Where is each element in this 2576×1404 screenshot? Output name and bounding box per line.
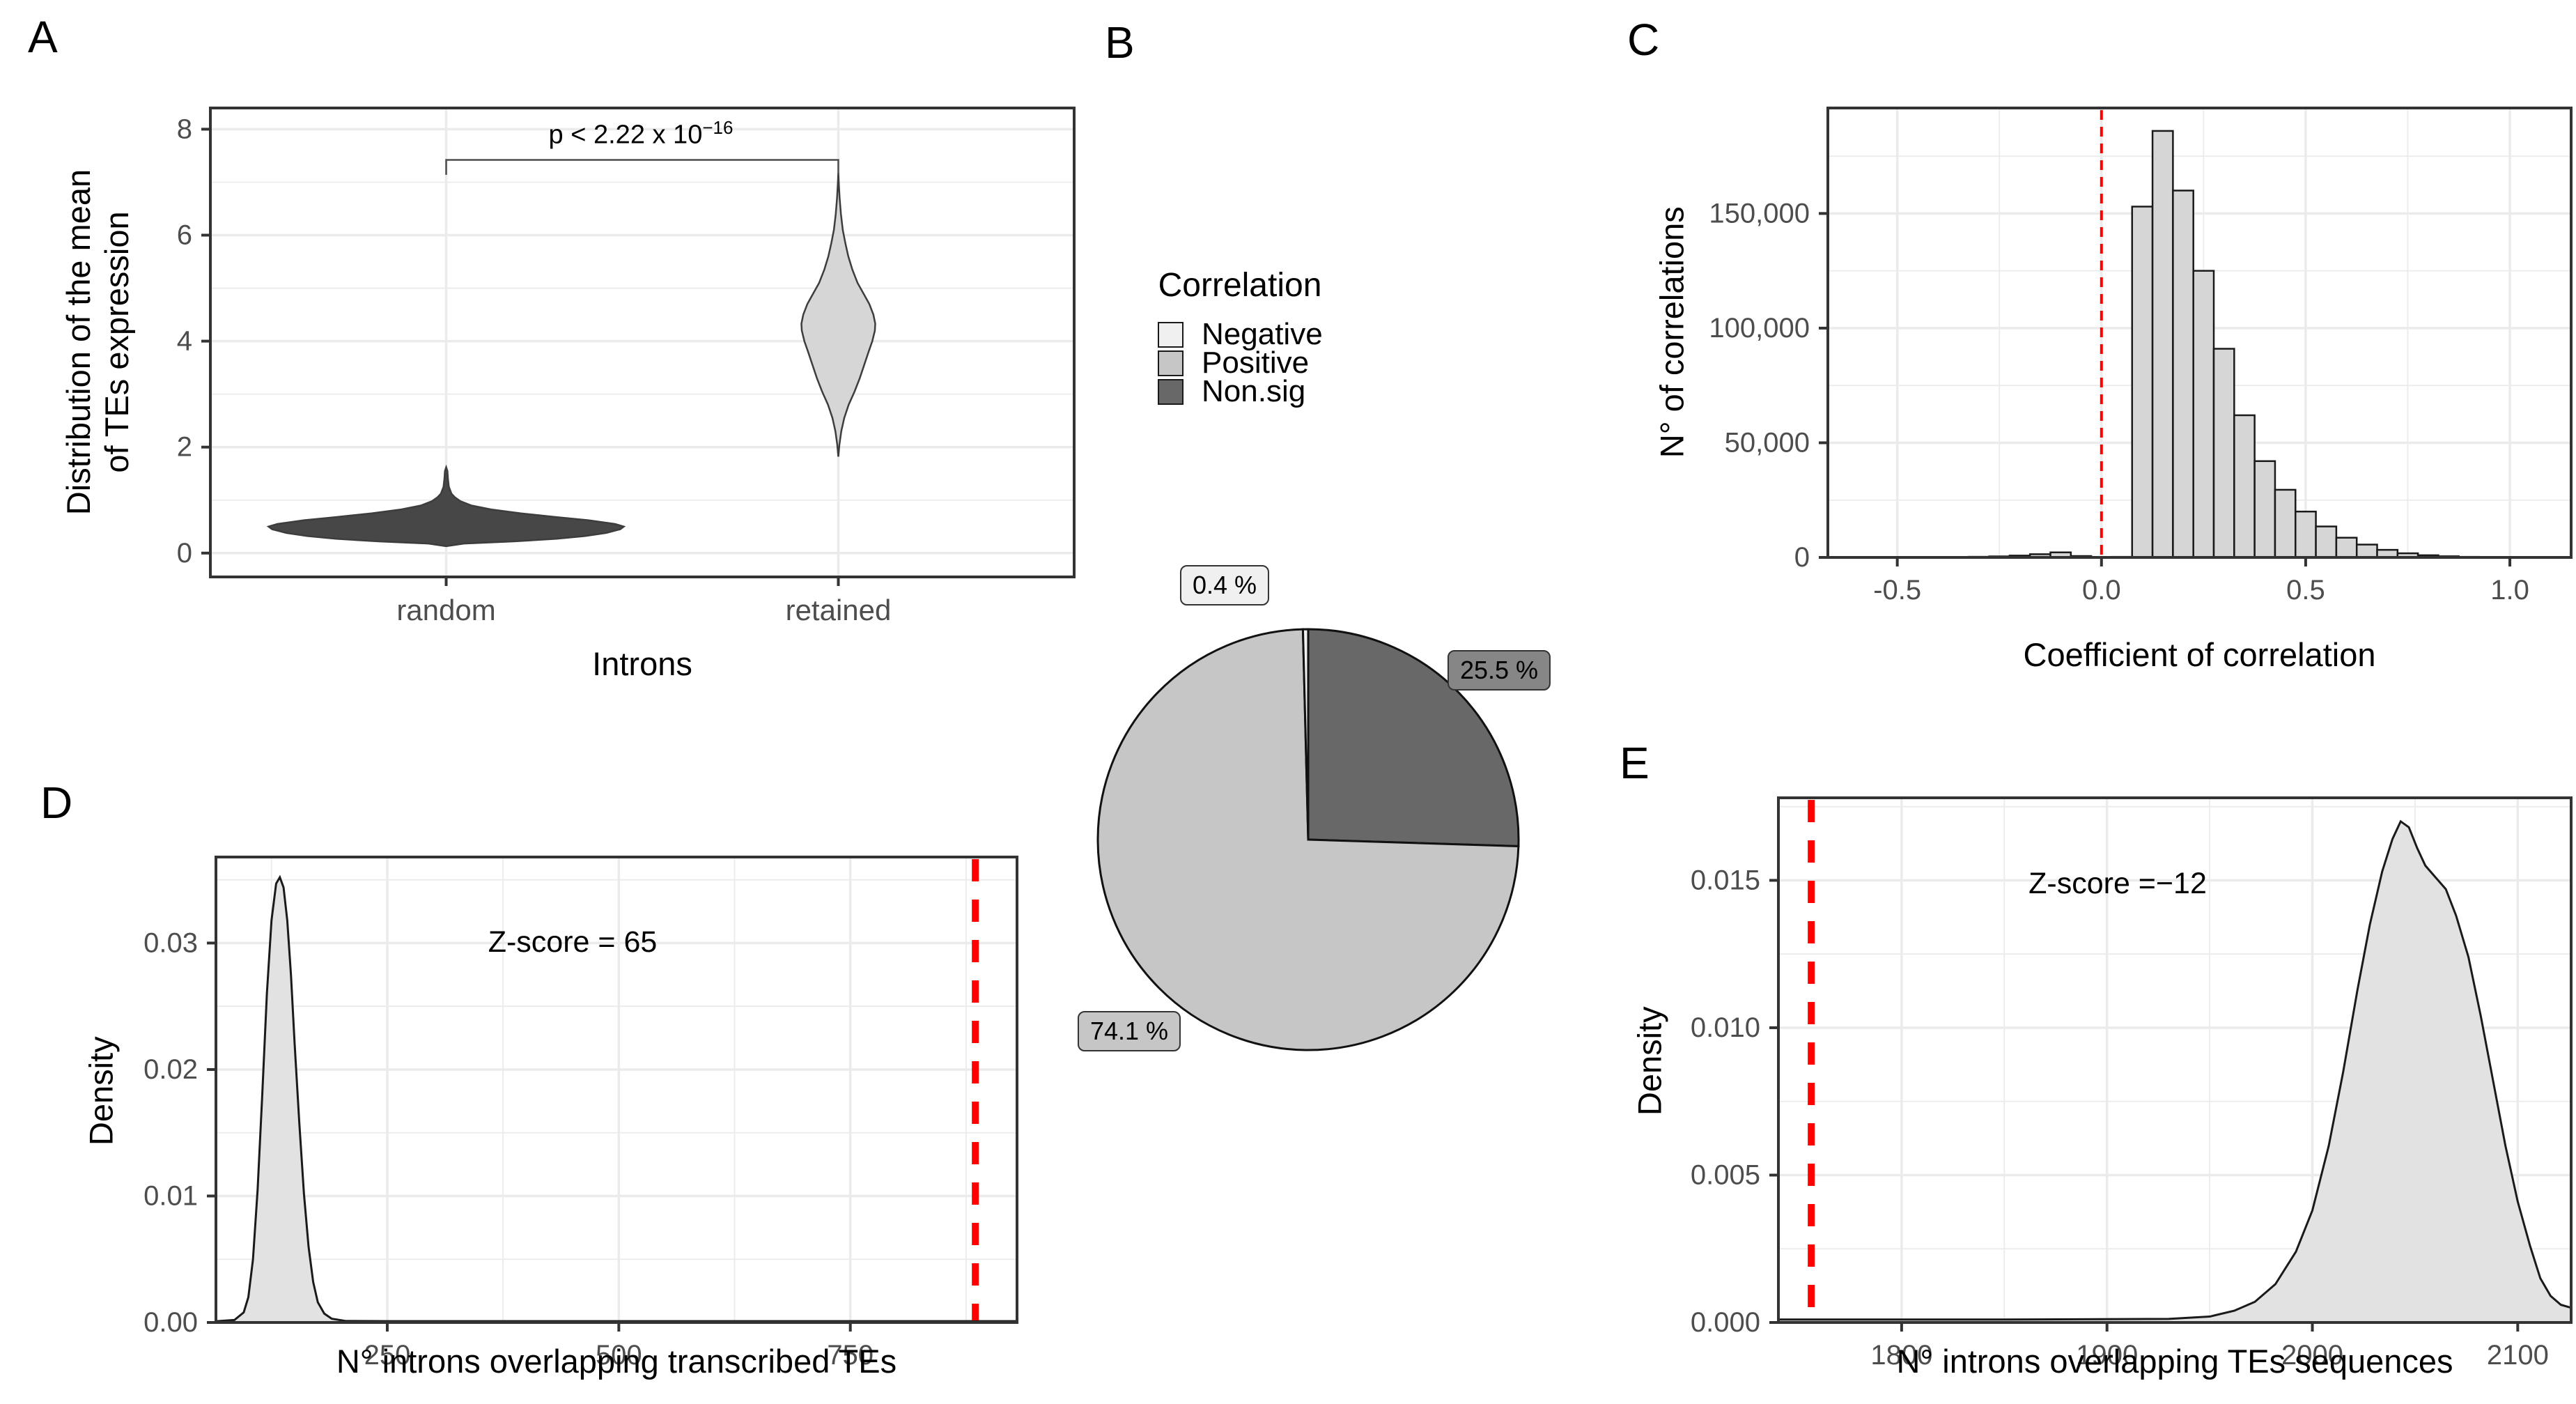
histogram-bar [2172, 190, 2194, 559]
legend-item-label: Non.sig [1202, 374, 1306, 408]
density-area [1778, 821, 2571, 1322]
x-tick-label: 0.0 [2082, 575, 2121, 605]
y-tick-label: 0.015 [1691, 865, 1760, 895]
density-curve [215, 874, 1017, 1322]
pie-label-negative: 0.4 % [1179, 565, 1270, 605]
x-tick-label: 500 [596, 1340, 642, 1371]
panel-d-density-plot: 0.00 0.01 0.02 0.03 250 500 750 Density N° int… [0, 704, 1076, 1404]
histogram-bar [2253, 460, 2276, 559]
violin-random [266, 464, 626, 548]
nonsig-swatch [1158, 378, 1184, 405]
histogram-bar [2233, 414, 2256, 559]
legend-item-label: Negative [1202, 317, 1323, 351]
y-tick-label: 0 [1794, 542, 1810, 573]
y-tick-label: 8 [177, 114, 192, 144]
y-tick-label: 50,000 [1725, 427, 1810, 458]
y-tick-label: 0.005 [1691, 1159, 1760, 1190]
panel-letter-b: B [1105, 17, 1135, 68]
x-tick-label: 1900 [2076, 1340, 2138, 1371]
legend-item-negative: Negative [1158, 317, 1323, 351]
panel-letter-a: A [28, 12, 58, 62]
y-tick-label: 0.03 [143, 927, 198, 958]
legend-item-positive: Positive [1158, 346, 1323, 380]
panel-border [1777, 796, 2573, 1324]
y-tick-label: 0.00 [143, 1307, 198, 1338]
x-category-label: random [396, 594, 495, 626]
x-tick-label: 0.5 [2286, 575, 2325, 605]
histogram-bar [2131, 206, 2154, 559]
pie-label-nonsig: 25.5 % [1447, 650, 1551, 691]
density-chart-svg: 0.000 0.005 0.010 0.015 1800 1900 2000 2100 [1691, 796, 2573, 1371]
density-curve [1778, 819, 2572, 1321]
panel-letter-e: E [1620, 738, 1650, 788]
x-tick-label: 1.0 [2490, 575, 2529, 605]
x-tick-label: -0.5 [1873, 575, 1921, 605]
panel-e-x-axis-title: N° introns overlapping TEs sequences [1896, 1343, 2453, 1380]
histogram-bar [2274, 488, 2297, 559]
x-tick-label: 1800 [1870, 1340, 1932, 1371]
histogram-bar [2151, 130, 2174, 559]
y-tick-label: 0.000 [1691, 1307, 1760, 1338]
y-tick-label: 6 [177, 220, 192, 251]
pie-chart-svg [1096, 628, 1520, 1051]
panel-a-violin-plot: 0 2 4 6 8 random retained Distribution of the … [0, 0, 1076, 704]
plot-background [216, 857, 1017, 1322]
panel-a-x-axis-title: Introns [592, 645, 692, 682]
histogram-bar [2355, 543, 2378, 559]
z-score-annotation-e: Z-score =−12 [2028, 867, 2207, 900]
pie-slice-non-sig [1307, 628, 1520, 848]
significance-bracket [445, 159, 839, 175]
histogram-bar [2335, 537, 2358, 559]
x-tick-label: 2000 [2281, 1340, 2343, 1371]
y-tick-label: 0.01 [143, 1180, 198, 1211]
panel-border [1826, 107, 2573, 559]
panel-border [215, 856, 1018, 1324]
histogram-bar [2192, 270, 2215, 559]
x-tick-label: 250 [364, 1340, 411, 1371]
histogram-bar [2295, 510, 2317, 559]
z-score-annotation-d: Z-score = 65 [488, 925, 658, 959]
panel-b-pie-chart: Correlation Negative Positive Non.sig 0.… [1076, 0, 1623, 1404]
legend-item-nonsig: Non.sig [1158, 374, 1323, 408]
histogram-svg: 0 50,000 100,000 150,000 -0.5 0.0 0.5 1.0 [1709, 107, 2573, 605]
x-tick-label: 750 [827, 1340, 874, 1371]
histogram-bar [2315, 525, 2338, 559]
x-category-label: retained [786, 594, 892, 626]
y-tick-label: 2 [177, 432, 192, 463]
negative-swatch [1158, 321, 1184, 348]
density-chart-svg: 0.00 0.01 0.02 0.03 250 500 750 [143, 856, 1018, 1371]
pie-label-positive: 74.1 % [1077, 1011, 1181, 1051]
plot-background [210, 108, 1074, 577]
panel-d-y-axis-title: Density [82, 1036, 120, 1146]
x-tick-label: 2100 [2487, 1340, 2549, 1371]
p-value-annotation: p < 2.22 x 10−16 [548, 117, 734, 150]
y-tick-label: 100,000 [1709, 313, 1810, 344]
y-tick-label: 0.010 [1691, 1012, 1760, 1043]
y-tick-label: 4 [177, 326, 192, 357]
panel-e-y-axis-title: Density [1631, 1006, 1668, 1116]
pie-slice-positive [1096, 628, 1520, 1051]
density-area [216, 877, 1017, 1322]
histogram-bar [2212, 348, 2235, 559]
panel-a-y-axis-title: Distribution of the mean of TEs expressi… [60, 169, 136, 516]
legend-item-label: Positive [1202, 346, 1310, 380]
panel-c-histogram: 0 50,000 100,000 150,000 -0.5 0.0 0.5 1.0 N° of… [1623, 0, 2576, 704]
panel-c-x-axis-title: Coefficient of correlation [2023, 636, 2376, 673]
correlation-legend: Negative Positive Non.sig [1158, 317, 1323, 408]
pie-slice-negative [1301, 628, 1310, 840]
y-tick-label: 0 [177, 538, 192, 569]
panel-letter-c: C [1627, 15, 1660, 65]
positive-swatch [1158, 350, 1184, 376]
violin-chart-svg: 0 2 4 6 8 random retained [177, 107, 1076, 626]
y-tick-label: 0.02 [143, 1054, 198, 1085]
legend-title: Correlation [1158, 267, 1322, 304]
panel-e-density-plot: 0.000 0.005 0.010 0.015 1800 1900 2000 2100 Den… [1623, 704, 2576, 1404]
panel-c-y-axis-title: N° of correlations [1653, 206, 1691, 458]
panel-d-x-axis-title: N° introns overlapping transcribed TEs [336, 1343, 897, 1380]
y-tick-label: 150,000 [1709, 198, 1810, 229]
panel-letter-d: D [40, 778, 73, 828]
